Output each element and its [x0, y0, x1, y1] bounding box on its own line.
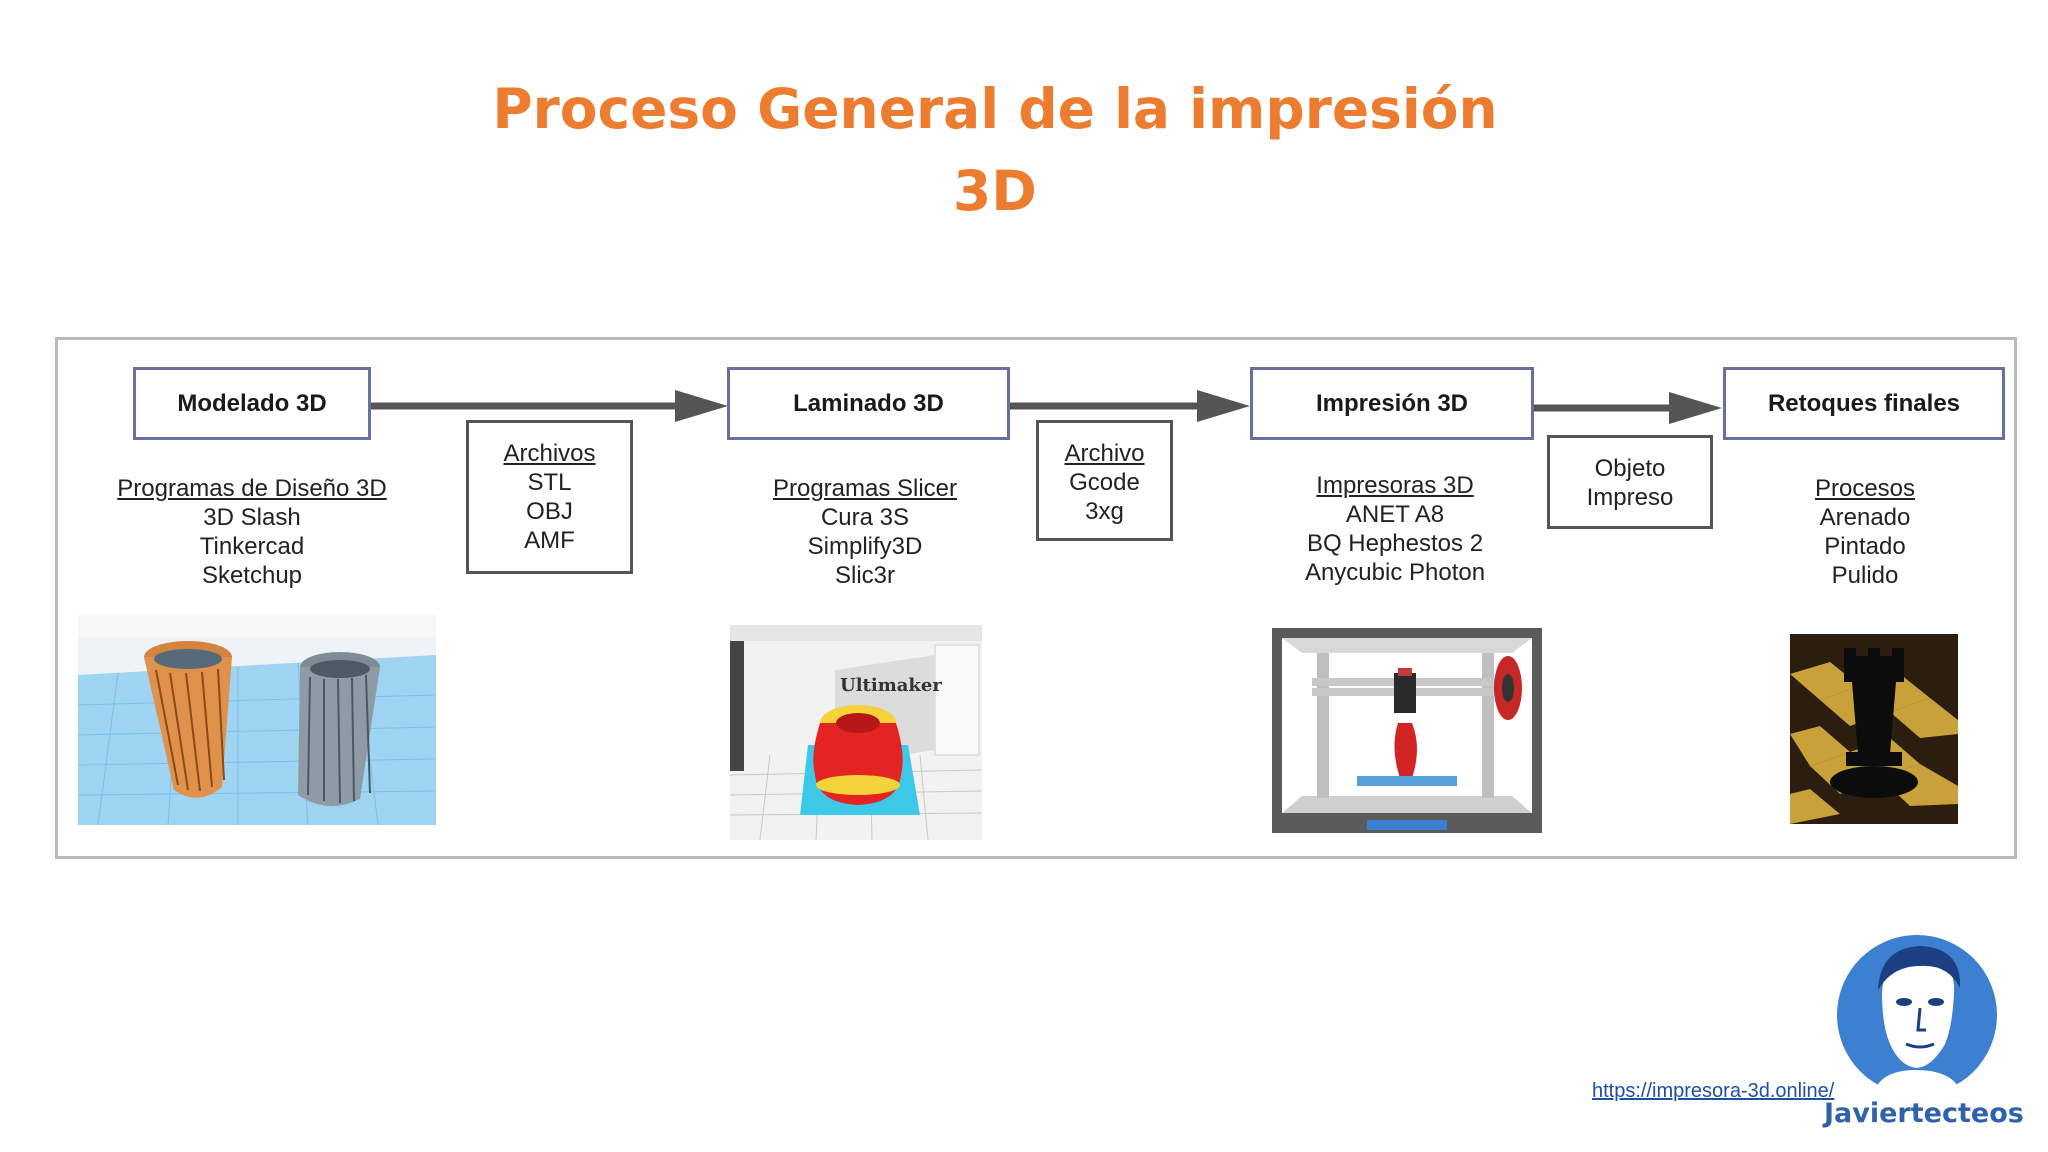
transition-line: 3xg — [1085, 498, 1124, 525]
transition-objeto: Objeto Impreso — [1547, 435, 1713, 529]
transition-archivos: Archivos STL OBJ AMF — [466, 420, 633, 574]
chess-rook-image — [1790, 634, 1958, 824]
website-link[interactable]: https://impresora-3d.online/ — [1592, 1080, 1835, 1102]
grey-vase-icon — [298, 652, 380, 807]
transition-line: OBJ — [526, 498, 573, 525]
brand-name: Javiertecteos — [1824, 1098, 2024, 1129]
transition-heading: Archivos — [503, 440, 596, 467]
transition-line: Objeto — [1594, 455, 1666, 482]
extruder-icon — [1394, 668, 1416, 713]
title-line-2: 3D — [953, 159, 1037, 223]
desc-line: Sketchup — [201, 562, 303, 589]
portrait-icon — [1872, 946, 1964, 1100]
desc-line: Slic3r — [834, 562, 895, 589]
desc-line: Arenado — [1819, 504, 1911, 531]
title-line-1: Proceso General de la impresión — [492, 77, 1498, 141]
stage-retoques: Retoques finales — [1723, 367, 2005, 440]
transition-line: STL — [527, 469, 572, 496]
transition-line: Impreso — [1586, 484, 1674, 511]
transition-line: Gcode — [1069, 469, 1140, 496]
desc-line: Pintado — [1824, 533, 1906, 560]
desc-impresion: Impresoras 3D ANET A8 BQ Hephestos 2 Any… — [1245, 471, 1545, 587]
arrow-impresion-to-retoques — [1532, 392, 1722, 424]
transition-archivo: Archivo Gcode 3xg — [1036, 420, 1173, 541]
page-title: Proceso General de la impresión 3D — [480, 68, 1510, 232]
stage-modelado: Modelado 3D — [133, 367, 371, 440]
desc-line: Cura 3S — [820, 504, 910, 531]
arrow-modelado-to-laminado — [370, 390, 728, 422]
transition-line: AMF — [524, 527, 575, 554]
modeling-software-image — [78, 615, 436, 825]
transition-heading: Archivo — [1064, 440, 1145, 467]
slicer-brand-label: Ultimaker — [840, 675, 942, 696]
desc-line: Anycubic Photon — [1304, 559, 1486, 586]
desc-line: Tinkercad — [199, 533, 305, 560]
desc-line: Pulido — [1831, 562, 1899, 589]
3d-printer-image — [1272, 628, 1542, 833]
desc-line: 3D Slash — [203, 504, 301, 531]
stage-laminado: Laminado 3D — [727, 367, 1010, 440]
desc-retoques: Procesos Arenado Pintado Pulido — [1765, 474, 1965, 590]
desc-heading: Procesos — [1814, 475, 1916, 502]
stage-impresion: Impresión 3D — [1250, 367, 1534, 440]
desc-heading: Programas de Diseño 3D — [117, 475, 387, 502]
orange-vase-icon — [144, 641, 232, 798]
spool-icon — [1494, 656, 1522, 720]
desc-line: Simplify3D — [807, 533, 923, 560]
desc-modelado: Programas de Diseño 3D 3D Slash Tinkerca… — [92, 474, 412, 590]
sliced-vase-icon — [800, 705, 920, 815]
desc-line: ANET A8 — [1345, 501, 1445, 528]
desc-line: BQ Hephestos 2 — [1306, 530, 1484, 557]
slicer-software-image: Ultimaker — [730, 625, 982, 840]
javiertecteos-logo — [1837, 935, 1997, 1100]
desc-laminado: Programas Slicer Cura 3S Simplify3D Slic… — [715, 474, 1015, 590]
arrow-laminado-to-impresion — [1010, 390, 1250, 422]
desc-heading: Programas Slicer — [772, 475, 958, 502]
desc-heading: Impresoras 3D — [1316, 472, 1474, 499]
rook-icon — [1830, 648, 1918, 798]
